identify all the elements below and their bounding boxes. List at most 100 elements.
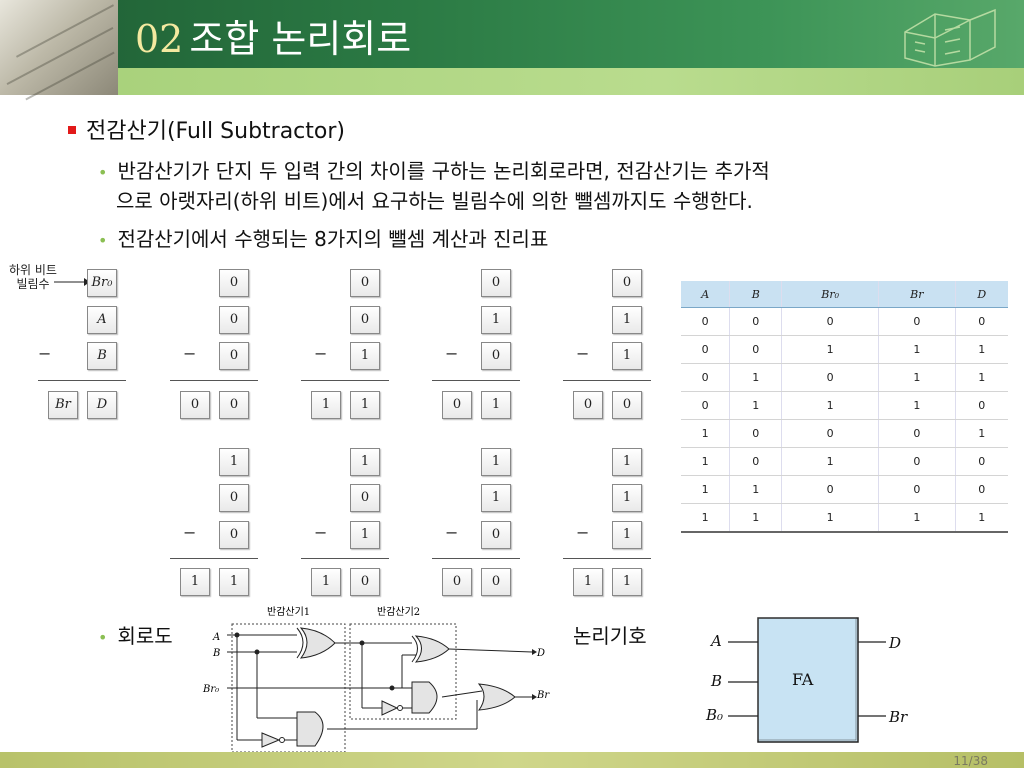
slide-footer [0,752,1024,768]
table-cell: 0 [954,391,1008,420]
truth-header-br: Br [878,281,956,308]
calc-br-box: 0 [442,568,472,596]
table-cell: 0 [681,307,730,336]
main-bullet: 전감산기(Full Subtractor) [68,113,345,145]
calc-b-box: 1 [350,521,380,549]
cube-decoration-icon [904,8,996,67]
calc-a-box: 0 [350,484,380,512]
sub-bullet-2-text: 전감산기에서 수행되는 8가지의 뺄셈 계산과 진리표 [117,227,549,251]
fa-symbol-graphic [728,617,886,743]
calc-minus: − [183,344,197,363]
fa-input-b: B [711,672,723,690]
calc-br0-box: 0 [350,269,380,297]
fa-block-label: FA [792,670,814,689]
borrow-in-label: 하위 비트 빌림수 [2,263,64,291]
template-d-box: D [87,391,117,419]
table-cell: 1 [681,447,730,476]
table-cell: 0 [729,447,782,476]
circuit-label: 회로도 [117,624,173,648]
truth-header-d: D [954,281,1008,308]
table-cell: 0 [729,419,782,448]
table-cell: 1 [878,503,956,533]
full-subtractor-circuit: 반감산기1 반감산기2 A B Br₀ D Br [197,600,557,755]
table-cell: 0 [681,363,730,392]
calc-br-box: 0 [573,391,603,419]
calc-d-box: 1 [612,568,642,596]
page-number: 11/38 [953,754,988,768]
table-cell: 1 [781,447,879,476]
calc-br-box: 1 [311,391,341,419]
slide-header [0,0,1024,68]
circuit-input-br0: Br₀ [202,684,219,695]
calc-minus: − [576,523,590,542]
half-subtractor-1-label: 반감산기1 [267,606,310,618]
circuit-input-b: B [212,648,220,659]
sub-bullet-2: • 전감산기에서 수행되는 8가지의 뺄셈 계산과 진리표 [98,225,548,255]
template-minus: − [38,344,52,363]
table-cell: 1 [729,391,782,420]
calc-d-box: 1 [350,391,380,419]
table-cell: 1 [681,419,730,448]
calc-d-box: 0 [612,391,642,419]
borrow-in-label-line1: 하위 비트 [9,263,57,277]
sub-bullet-1-line2: 으로 아랫자리(하위 비트)에서 요구하는 빌림수에 의한 뺄셈까지도 수행한다… [116,189,753,213]
calc-b-box: 0 [219,342,249,370]
calc-rule [432,558,520,559]
table-cell: 0 [954,307,1008,336]
template-br-box: Br [48,391,78,419]
circuit-arrows [532,649,537,700]
calc-b-box: 0 [481,521,511,549]
calc-br-box: 1 [573,568,603,596]
table-cell: 0 [954,475,1008,504]
table-cell: 0 [781,363,879,392]
table-cell: 1 [878,391,956,420]
calc-rule [563,380,651,381]
calc-minus: − [183,523,197,542]
half-subtractor-2-frame [349,623,457,720]
calc-minus: − [576,344,590,363]
calc-a-box: 1 [612,484,642,512]
calc-minus: − [445,344,459,363]
calc-rule [170,380,258,381]
calc-d-box: 0 [219,391,249,419]
calc-rule [301,380,389,381]
template-b-box: B [87,342,117,370]
table-cell: 0 [781,419,879,448]
template-rule [38,380,126,381]
calc-a-box: 0 [350,306,380,334]
title-text: 조합 논리회로 [189,17,412,61]
fa-input-a: A [711,632,722,650]
table-cell: 1 [681,503,730,533]
sub-bullet-1-line1: 반감산기가 단지 두 입력 간의 차이를 구하는 논리회로라면, 전감산기는 추… [117,159,770,183]
table-cell: 0 [681,391,730,420]
dot-bullet-icon: • [98,163,108,182]
fa-output-d: D [889,634,902,652]
table-cell: 0 [681,335,730,364]
truth-header-br0: Br₀ [781,281,879,308]
dot-bullet-icon: • [98,231,108,250]
calc-br0-box: 1 [350,448,380,476]
truth-header-b: B [729,281,782,308]
table-cell: 0 [878,475,956,504]
calc-br-box: 0 [180,391,210,419]
calc-br-box: 0 [442,391,472,419]
title-number: 02 [135,17,184,61]
table-cell: 1 [954,335,1008,364]
table-cell: 0 [729,335,782,364]
calc-b-box: 0 [481,342,511,370]
calc-br0-box: 0 [481,269,511,297]
calc-a-box: 1 [481,306,511,334]
sub-bullet-1: • 반감산기가 단지 두 입력 간의 차이를 구하는 논리회로라면, 전감산기는 … [98,157,770,215]
calc-b-box: 1 [612,342,642,370]
table-cell: 0 [781,307,879,336]
calc-br0-box: 0 [612,269,642,297]
circuit-input-a: A [212,632,220,643]
